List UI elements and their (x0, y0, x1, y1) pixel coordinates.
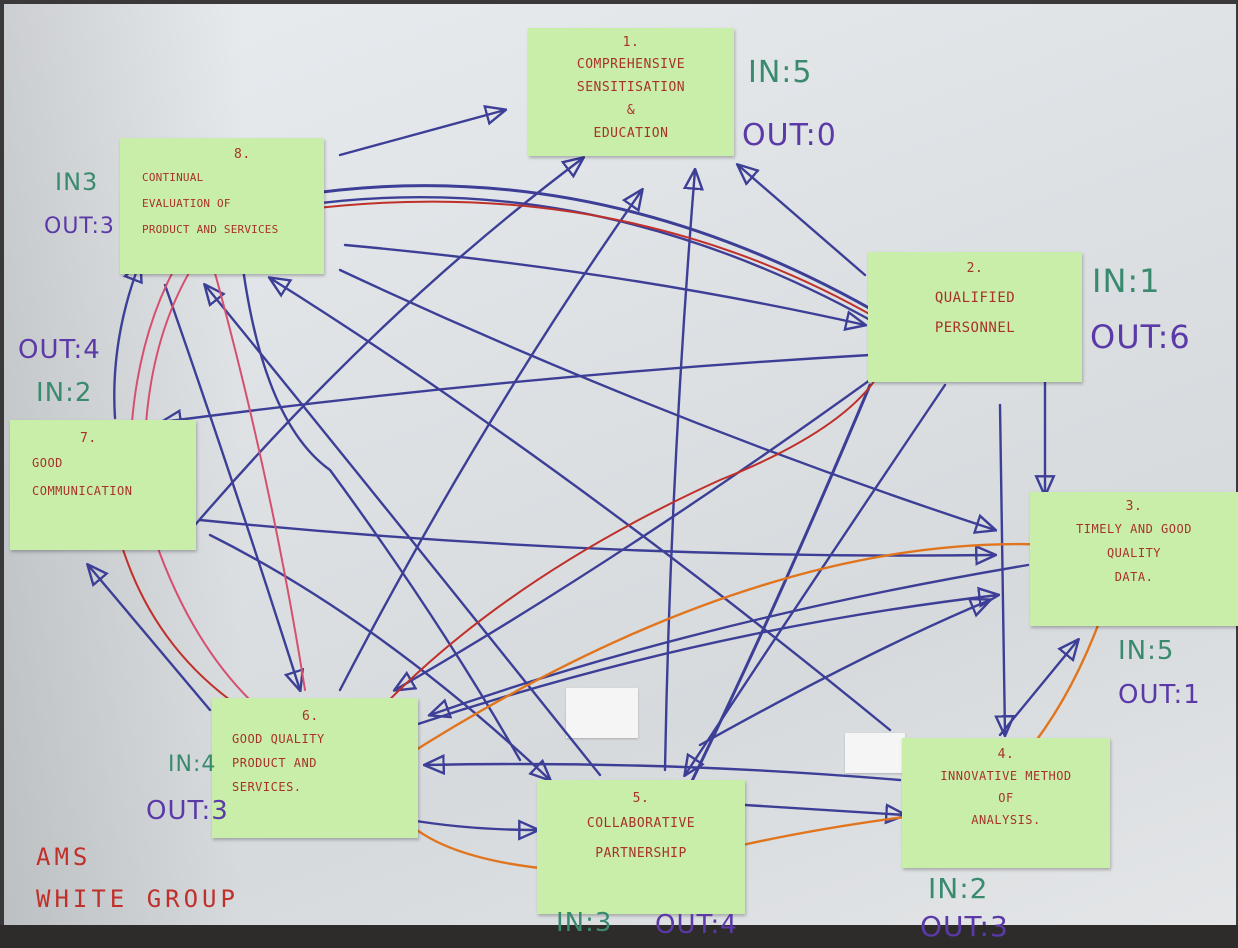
node-4-in-count: IN:2 (928, 872, 989, 905)
arrow-2-to-6 (395, 378, 872, 690)
node-2-note: 2. QUALIFIED PERSONNEL (868, 252, 1082, 382)
arrow-7-to-1 (193, 158, 583, 527)
node-label: QUALIFIED PERSONNEL (934, 290, 1016, 336)
arrow-3-to-6 (430, 563, 1030, 715)
node-7-note: 7. GOOD COMMUNICATION (10, 420, 196, 550)
arrow-4-to-8 (270, 278, 892, 732)
arrow-5-to-4 (743, 805, 905, 815)
arrow-7-to-3 (198, 518, 995, 556)
node-number: 3. (1125, 499, 1143, 514)
white-card (566, 688, 638, 738)
arrow-8-to-3 (338, 268, 995, 530)
node-label: CONTINUAL EVALUATION OF PRODUCT AND SERV… (142, 171, 279, 236)
node-label: GOOD COMMUNICATION (32, 456, 133, 498)
node-number: 4. (997, 747, 1015, 762)
node-6-note: 6. GOOD QUALITY PRODUCT AND SERVICES. (212, 698, 418, 838)
node-number: 6. (302, 709, 319, 724)
node-number: 7. (80, 431, 97, 446)
node-8-note: 8. CONTINUAL EVALUATION OF PRODUCT AND S… (120, 138, 324, 274)
arrow-5-to-1 (663, 170, 695, 772)
node-7-out-count: OUT:4 (18, 335, 101, 365)
group-label-line1: AMS (36, 843, 92, 871)
node-1-note: 1. COMPREHENSIVE SENSITISATION & EDUCATI… (528, 28, 734, 156)
arrow-8-to-2 (343, 243, 865, 325)
arrow-7-to-8 (113, 262, 140, 420)
arrow-2-to-7 (162, 353, 872, 422)
node-4-note: 4. INNOVATIVE METHOD OF ANALYSIS. (902, 738, 1110, 868)
arrow-6-to-7 (88, 565, 212, 712)
arrow-5-to-6 (425, 764, 902, 782)
table-edge (0, 925, 1238, 948)
arrow-5-to-3 (698, 600, 990, 747)
node-3-in-count: IN:5 (1118, 636, 1175, 666)
node-6-out-count: OUT:3 (146, 796, 229, 826)
arrow-2-to-1 (738, 165, 867, 277)
node-5-out-count: OUT:4 (655, 910, 738, 940)
node-number: 5. (632, 791, 650, 806)
arrow-4-to-3 (998, 640, 1078, 737)
node-2-out-count: OUT:6 (1090, 318, 1191, 356)
node-label: TIMELY AND GOOD QUALITY DATA. (1076, 522, 1192, 584)
node-7-in-count: IN:2 (36, 378, 93, 408)
node-2-in-count: IN:1 (1092, 262, 1161, 300)
node-1-in-count: IN:5 (748, 55, 813, 90)
node-label: COLLABORATIVE PARTNERSHIP (586, 816, 696, 861)
arrow-5-to-8 (205, 285, 602, 777)
node-number: 1. (622, 35, 640, 50)
group-label-line2: WHITE GROUP (36, 885, 239, 913)
arrow-6-to-5 (408, 818, 538, 830)
node-4-out-count: OUT:3 (920, 910, 1009, 943)
node-5-note: 5. COLLABORATIVE PARTNERSHIP (537, 780, 745, 914)
arrow-8-to-6 (163, 283, 300, 690)
node-1-out-count: OUT:0 (742, 118, 837, 153)
node-8-out-count: OUT:3 (44, 214, 115, 239)
node-3-note: 3. TIMELY AND GOOD QUALITY DATA. (1030, 492, 1238, 626)
arrow-6-to-1 (338, 190, 642, 692)
arrow-6-to-3 (413, 595, 998, 727)
node-5-in-count: IN:3 (556, 908, 613, 938)
arrow-8-to-1 (338, 110, 505, 157)
white-card (845, 733, 905, 773)
node-8-in-count: IN3 (55, 168, 99, 196)
node-label: GOOD QUALITY PRODUCT AND SERVICES. (232, 732, 325, 794)
node-3-out-count: OUT:1 (1118, 680, 1201, 710)
arrow-7-to-5 (208, 533, 550, 780)
node-label: INNOVATIVE METHOD OF ANALYSIS. (940, 769, 1072, 827)
node-number: 2. (966, 261, 984, 276)
node-label: COMPREHENSIVE SENSITISATION & EDUCATION (576, 57, 686, 141)
group-label: AMS WHITE GROUP (36, 836, 239, 920)
node-number: 8. (234, 147, 251, 162)
node-6-in-count: IN:4 (168, 752, 217, 777)
